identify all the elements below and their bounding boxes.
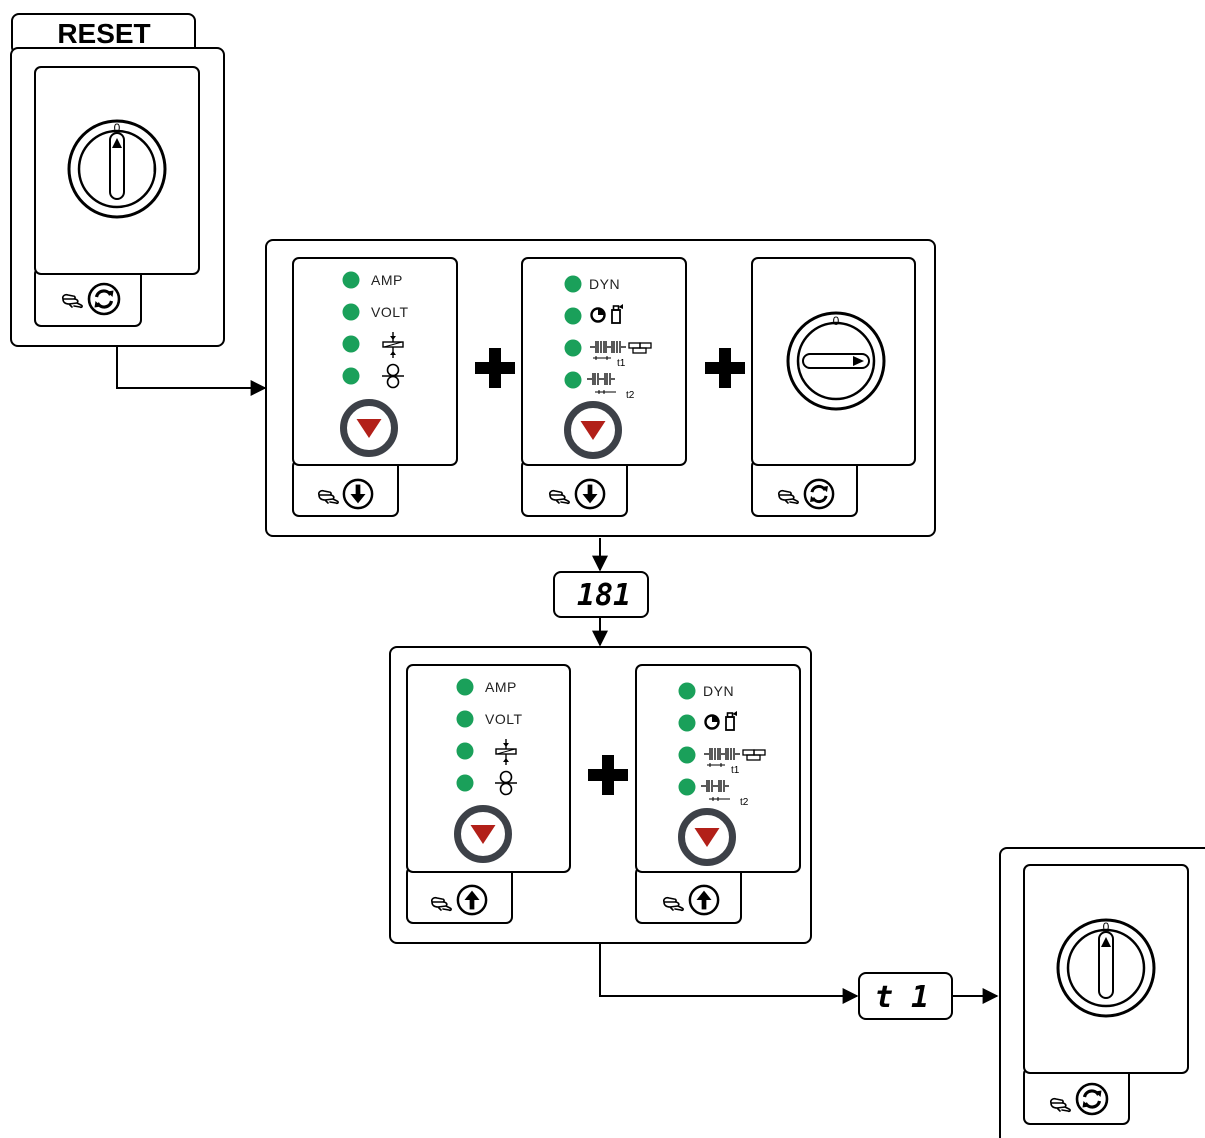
press-up-icon: [456, 884, 488, 916]
flow-connectors: [116, 346, 999, 1004]
push-button-down[interactable]: [682, 812, 733, 863]
label-amp: AMP: [371, 272, 403, 288]
label-t1: t1: [731, 765, 740, 776]
switch-label-on: I: [1142, 960, 1145, 974]
step1-param-panel-left: AMP VOLT: [292, 257, 458, 517]
led-wire-stickout: [456, 742, 474, 760]
led-interval-t2: [564, 371, 582, 389]
step1-panel: AMP VOLT DYN t1 t2: [265, 239, 936, 537]
connector-reset-to-step1: [116, 346, 267, 396]
step2-panel: AMP VOLT DYN t1 t2: [389, 646, 812, 944]
label-t2: t2: [626, 390, 635, 401]
rotate-icon[interactable]: [1075, 1082, 1109, 1116]
led-wire-feed: [342, 367, 360, 385]
display-value-1: 181: [577, 578, 631, 613]
led-wire-feed: [456, 774, 474, 792]
led-interval-t2: [678, 778, 696, 796]
label-volt: VOLT: [485, 711, 523, 727]
push-button-down[interactable]: [344, 403, 395, 454]
rotate-icon[interactable]: [87, 282, 121, 316]
led-dyn: [678, 682, 696, 700]
display-readout-2: t 1: [858, 972, 953, 1020]
label-t2: t2: [740, 797, 749, 808]
step1-main-switch-panel: 0 I: [751, 257, 916, 517]
push-button-down[interactable]: [458, 809, 509, 860]
label-t1: t1: [617, 358, 626, 369]
main-switch-icon[interactable]: 0 I: [67, 119, 167, 219]
press-down-icon: [342, 478, 374, 510]
led-gas-time: [678, 714, 696, 732]
reset-title: RESET: [57, 18, 150, 49]
reset-panel: RESET 0 I: [10, 13, 225, 347]
switch-label-off: 0: [1103, 920, 1110, 934]
display-readout-1: 181: [553, 571, 649, 618]
label-dyn: DYN: [589, 276, 620, 292]
press-down-icon: [574, 478, 606, 510]
switch-label-off: 0: [833, 314, 840, 328]
led-gas-time: [564, 307, 582, 325]
led-wire-stickout: [342, 335, 360, 353]
push-button-down[interactable]: [568, 405, 619, 456]
step2-param-panel-right: DYN t1 t2: [635, 664, 801, 924]
final-main-switch-panel: 0 I: [999, 847, 1205, 1138]
switch-label-on: I: [152, 161, 155, 175]
switch-label-off: 0: [114, 121, 121, 135]
switch-label-on: I: [872, 353, 875, 367]
led-interval-t1: [678, 746, 696, 764]
connector-step2-to-display2: [599, 944, 859, 1004]
led-amp: [456, 678, 474, 696]
led-volt: [342, 303, 360, 321]
label-amp: AMP: [485, 679, 517, 695]
rotate-icon[interactable]: [803, 478, 835, 510]
led-volt: [456, 710, 474, 728]
led-dyn: [564, 275, 582, 293]
display-value-2: t 1: [875, 980, 929, 1015]
led-interval-t1: [564, 339, 582, 357]
label-dyn: DYN: [703, 683, 734, 699]
led-amp: [342, 271, 360, 289]
main-switch-icon[interactable]: 0 I: [1056, 918, 1156, 1018]
press-up-icon: [688, 884, 720, 916]
step1-param-panel-right: DYN t1 t2: [521, 257, 687, 517]
main-switch-icon[interactable]: 0 I: [786, 311, 886, 411]
step2-param-panel-left: AMP VOLT: [406, 664, 571, 924]
label-volt: VOLT: [371, 304, 409, 320]
